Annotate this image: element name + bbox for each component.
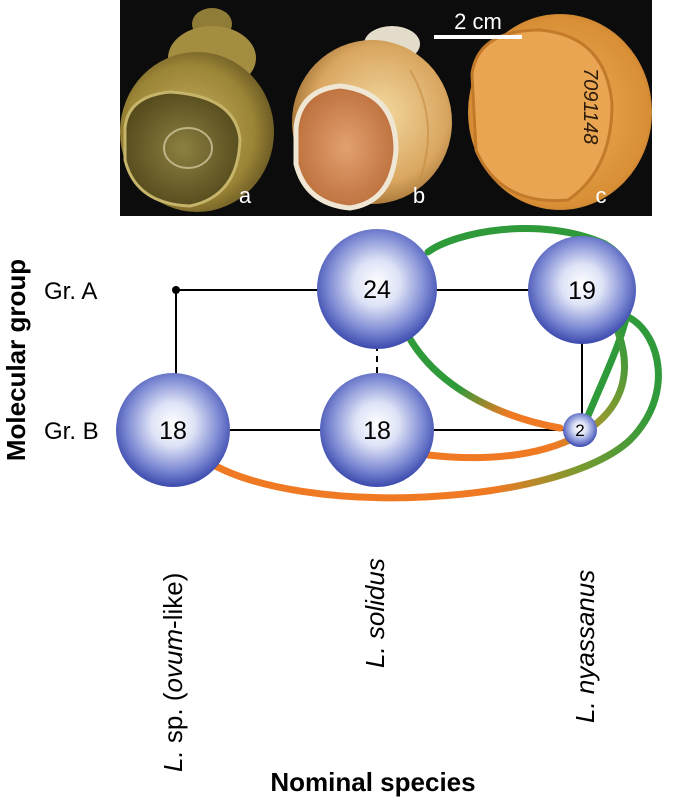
group-label-b: Gr. B (44, 418, 99, 445)
shell-photo-panel: 7091148 2 cm a b c (120, 0, 652, 216)
species-label-nyassanus-prefix: L. (570, 701, 600, 723)
specimen-number-handwriting: 7091148 (579, 68, 601, 144)
x-axis-title: Nominal species (270, 767, 475, 797)
link-solidus-a-to-nyassanus-b (401, 326, 564, 432)
node-count-solidus-gr-b: 18 (363, 417, 391, 445)
species-label-solidus-middle (360, 639, 390, 646)
species-label-solidus-prefix: L. (360, 646, 390, 668)
node-count-solidus-gr-a: 24 (363, 276, 391, 304)
shell-a-picture (120, 8, 274, 212)
node-count-ovum-gr-b: 18 (159, 417, 187, 445)
species-label-nyassanus-middle (570, 694, 600, 701)
scale-bar-label: 2 cm (454, 9, 502, 34)
group-label-a: Gr. A (44, 278, 97, 305)
link-ovum-b-to-nyassanus-a (201, 314, 662, 502)
species-label-nyassanus-italic: nyassanus (570, 570, 600, 694)
species-label-ovum-middle: sp. ( (158, 692, 188, 750)
node-solidus-gr-b: 18 (320, 373, 434, 487)
node-nyassanus-gr-a: 19 (528, 236, 636, 344)
node-count-nyassanus-gr-a: 19 (568, 277, 596, 305)
nodes: 24 19 18 18 2 (116, 229, 636, 487)
species-label-ovum-italic: ovum (158, 629, 188, 693)
species-label-nyassanus: L. nyassanus (570, 570, 600, 723)
node-nyassanus-gr-b: 2 (563, 413, 597, 447)
node-ovum-gr-b: 18 (116, 373, 230, 487)
photo-label-c: c (596, 183, 607, 208)
empty-cell-marker (172, 286, 180, 294)
species-label-ovum-prefix: L. (158, 750, 188, 772)
y-axis-title: Molecular group (1, 259, 31, 461)
node-solidus-gr-a: 24 (317, 229, 437, 349)
shell-c-picture: 7091148 (468, 14, 652, 210)
species-label-solidus: L. solidus (360, 558, 390, 668)
shell-b-picture (292, 26, 452, 211)
photo-label-b: b (413, 183, 425, 208)
species-label-solidus-italic: solidus (360, 558, 390, 639)
node-count-nyassanus-gr-b: 2 (575, 421, 584, 440)
species-label-ovum-like: L. sp. (ovum-like) (158, 573, 188, 772)
species-label-ovum-suffix: -like) (158, 573, 188, 629)
photo-label-a: a (239, 183, 252, 208)
